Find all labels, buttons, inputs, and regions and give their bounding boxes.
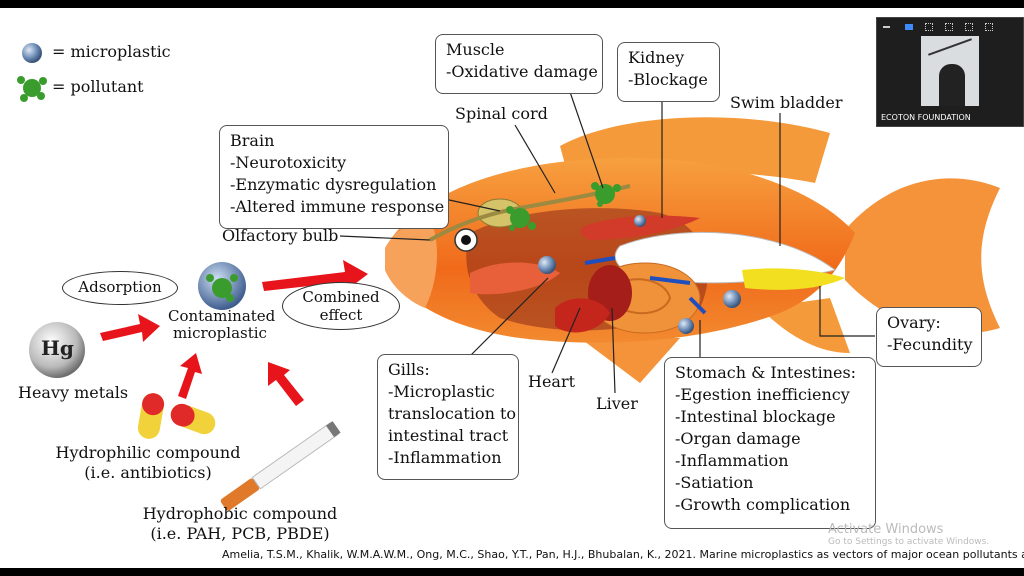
- kidney-effect: -Blockage: [628, 70, 708, 89]
- spinal-cord-label: Spinal cord: [455, 104, 548, 123]
- gills-effect: -Inflammation: [388, 448, 502, 467]
- gills-effect: -Microplastic: [388, 382, 495, 401]
- adsorption-label: Adsorption: [78, 278, 162, 296]
- kidney-title: Kidney: [628, 48, 685, 67]
- swim-bladder-label: Swim bladder: [730, 93, 843, 112]
- ovary-organ: [742, 268, 845, 290]
- bottom-fin: [580, 338, 680, 383]
- minimize-icon[interactable]: [883, 26, 890, 28]
- stomach-box: Stomach & Intestines: -Egestion ineffici…: [664, 357, 876, 529]
- stomach-effect: -Satiation: [675, 473, 754, 492]
- gills-effect: translocation to: [388, 404, 517, 423]
- brain-box: Brain -Neurotoxicity -Enzymatic dysregul…: [219, 125, 449, 229]
- brain-title: Brain: [230, 131, 275, 150]
- legend-microplastic-dot: [22, 43, 42, 63]
- heart-organ: [555, 298, 610, 333]
- grid-icon[interactable]: [945, 23, 953, 31]
- stomach-effect: -Growth complication: [675, 495, 851, 514]
- gills-title: Gills:: [388, 360, 430, 379]
- hydrophobic-line: (i.e. PAH, PCB, PBDE): [150, 524, 330, 543]
- contaminated-microplastic-label: Contaminated microplastic: [168, 307, 276, 342]
- watermark-title: Activate Windows: [828, 522, 944, 537]
- contaminated-line: microplastic: [173, 324, 267, 342]
- olfactory-bulb-label: Olfactory bulb: [222, 226, 339, 245]
- combined-line: effect: [319, 306, 363, 324]
- hydrophilic-line: Hydrophilic compound: [55, 443, 241, 462]
- hydrophilic-line: (i.e. antibiotics): [84, 463, 212, 482]
- liver-label: Liver: [596, 394, 638, 413]
- gills-effect: intestinal tract: [388, 426, 509, 445]
- gills-organ: [470, 262, 560, 295]
- legend-microplastic-label: = microplastic: [52, 42, 171, 61]
- ovary-box: Ovary: -Fecundity: [876, 307, 982, 367]
- brain-effect: -Enzymatic dysregulation: [230, 175, 437, 194]
- stomach-title: Stomach & Intestines:: [675, 363, 857, 382]
- mercury-sphere-icon: [29, 322, 85, 378]
- video-thumbnail[interactable]: ECOTON FOUNDATION: [876, 17, 1024, 127]
- contaminated-line: Contaminated: [168, 307, 276, 325]
- participant-name: ECOTON FOUNDATION: [881, 113, 971, 122]
- kidney-organ: [580, 215, 700, 240]
- red-arrows: [100, 260, 368, 406]
- tail-fin: [845, 178, 1000, 334]
- hg-symbol: Hg: [41, 336, 74, 360]
- muscle-box: Muscle -Oxidative damage: [435, 34, 603, 94]
- muscle-title: Muscle: [446, 40, 505, 59]
- hydrophobic-line: Hydrophobic compound: [142, 504, 338, 523]
- hydrophobic-label: Hydrophobic compound (i.e. PAH, PCB, PBD…: [140, 504, 340, 544]
- video-toolbar: [881, 22, 1019, 32]
- gills-box: Gills: -Microplastic translocation to in…: [377, 354, 519, 480]
- stomach-effect: -Egestion inefficiency: [675, 385, 850, 404]
- ovary-title: Ovary:: [887, 313, 941, 332]
- heart-label: Heart: [528, 372, 576, 391]
- watermark-subtitle: Go to Settings to activate Windows.: [828, 537, 990, 547]
- kidney-box: Kidney -Blockage: [617, 42, 720, 102]
- stomach-effect: -Organ damage: [675, 429, 801, 448]
- legend-pollutant-label: = pollutant: [52, 77, 144, 96]
- combined-line: Combined: [302, 288, 380, 306]
- adsorption-ellipse: Adsorption: [62, 271, 178, 305]
- hydrophilic-label: Hydrophilic compound (i.e. antibiotics): [48, 443, 248, 483]
- grid-icon[interactable]: [965, 23, 973, 31]
- cigarette-icon: [220, 421, 341, 511]
- grid-icon[interactable]: [925, 23, 933, 31]
- citation-text: Amelia, T.S.M., Khalik, W.M.A.W.M., Ong,…: [222, 548, 1024, 561]
- participant-video: [921, 36, 979, 106]
- heavy-metals-label: Heavy metals: [18, 383, 129, 402]
- activate-windows-watermark: Activate Windows Go to Settings to activ…: [828, 522, 989, 547]
- brain-effect: -Altered immune response: [230, 197, 445, 216]
- stomach-effect: -Intestinal blockage: [675, 407, 836, 426]
- ovary-effect: -Fecundity: [887, 335, 973, 354]
- legend-pollutant-splat: [17, 76, 47, 102]
- pill-capsule-icon: [137, 393, 216, 439]
- grid-icon[interactable]: [985, 23, 993, 31]
- muscle-effect: -Oxidative damage: [446, 62, 598, 81]
- fish-diagram: [17, 43, 1000, 511]
- view-icon[interactable]: [905, 24, 913, 30]
- combined-effect-ellipse: Combined effect: [282, 282, 400, 330]
- brain-effect: -Neurotoxicity: [230, 153, 347, 172]
- stomach-effect: -Inflammation: [675, 451, 789, 470]
- slide: = microplastic = pollutant Brain -Neurot…: [0, 8, 1024, 568]
